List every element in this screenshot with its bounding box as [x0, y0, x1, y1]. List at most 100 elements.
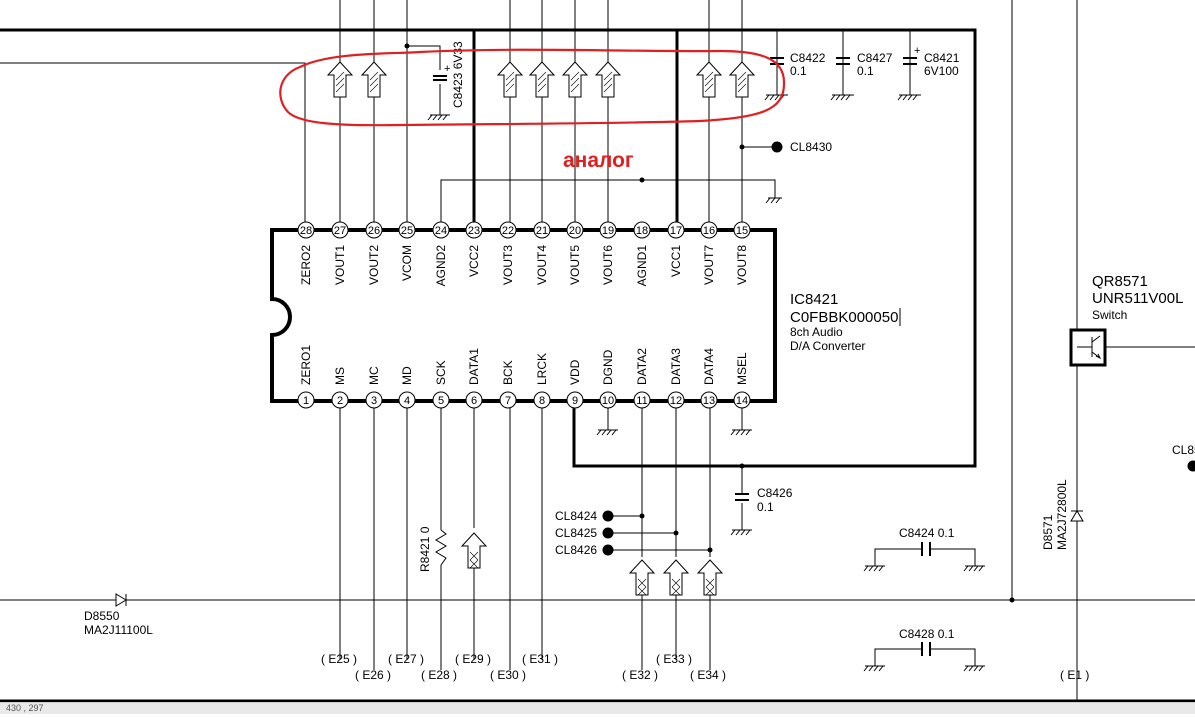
pin-number: 25	[401, 225, 413, 237]
pin-number: 24	[435, 225, 447, 237]
d8550-part: MA2J11100L	[84, 623, 153, 637]
pin-label: MS	[333, 367, 347, 385]
arrow-up-icon	[362, 62, 386, 97]
c8428-label: C8428 0.1	[899, 627, 955, 641]
edge-e25: ( E25 )	[321, 652, 357, 666]
c8426-ref: C8426	[757, 486, 793, 500]
arrow-up-icon	[730, 62, 754, 97]
cl8430-label: CL8430	[790, 140, 832, 154]
pin-number: 9	[572, 395, 578, 407]
c8421-val: 6V100	[924, 64, 959, 78]
pin-label: ZERO2	[299, 245, 313, 285]
pin-label: MC	[367, 366, 381, 385]
pin-label: MSEL	[735, 352, 749, 385]
double-arrow-icon	[664, 560, 688, 595]
capacitor-c8423	[433, 76, 447, 80]
pin-number: 4	[404, 395, 410, 407]
cl8426-label: CL8426	[555, 543, 597, 557]
ic-ref: IC8421	[790, 291, 838, 308]
pin-number: 12	[670, 395, 682, 407]
arrow-up-icon	[563, 62, 587, 97]
pin-number: 28	[300, 225, 312, 237]
cl8424-label: CL8424	[555, 509, 597, 523]
ic-body	[272, 230, 775, 401]
pin-number: 27	[334, 225, 346, 237]
d8571-part: MA2J72800L	[1055, 479, 1069, 550]
ic-desc-2: D/A Converter	[790, 339, 865, 353]
arrow-up-icon	[697, 62, 721, 97]
edge-e27: ( E27 )	[388, 652, 424, 666]
pin-label: VOUT5	[568, 245, 582, 285]
pin-number: 19	[602, 225, 614, 237]
arrow-up-icon	[596, 62, 620, 97]
r8421-label: R8421 0	[418, 526, 432, 572]
pin-number: 20	[569, 225, 581, 237]
pin-number: 2	[337, 395, 343, 407]
pin-label: VOUT1	[333, 245, 347, 285]
pin-label: VCC2	[467, 245, 481, 277]
transistor-qr8571	[1071, 330, 1105, 365]
cl8425-label: CL8425	[555, 526, 597, 540]
ic-part: C0FBBK000050	[790, 309, 898, 326]
qr8571-ref: QR8571	[1092, 273, 1148, 290]
c8422-ref: C8422	[790, 51, 826, 65]
edge-e33: ( E33 )	[656, 652, 692, 666]
annotation-analog: аналог	[563, 149, 634, 172]
status-bar: 430 , 297	[0, 702, 1195, 714]
pin-label: VCOM	[400, 245, 414, 281]
pin-label: VOUT8	[735, 245, 749, 285]
pin-label: SCK	[434, 360, 448, 385]
pin-label: DATA1	[467, 348, 481, 385]
edge-e30: ( E30 )	[490, 668, 526, 682]
cl85-label: CL85	[1172, 443, 1195, 457]
d8550-ref: D8550	[84, 609, 120, 623]
pin-label: AGND1	[635, 245, 649, 287]
pin-number: 8	[539, 395, 545, 407]
c8421-ref: C8421	[924, 51, 960, 65]
c8427-ref: C8427	[857, 51, 893, 65]
qr8571-part: UNR511V00L	[1092, 290, 1183, 307]
pin-number: 13	[703, 395, 715, 407]
pin-number: 18	[636, 225, 648, 237]
c8426-val: 0.1	[757, 500, 774, 514]
arrow-up-icon	[328, 62, 352, 97]
arrow-up-icon	[498, 62, 522, 97]
d8571-ref: D8571	[1041, 514, 1055, 550]
pin-label: DATA2	[635, 348, 649, 385]
pin-number: 22	[502, 225, 514, 237]
pin-label: ZERO1	[299, 345, 313, 385]
resistor-r8421	[436, 530, 446, 565]
pin-label: VOUT4	[535, 245, 549, 285]
double-arrow-icon	[462, 533, 486, 568]
output-arrows	[328, 62, 754, 97]
pin-number: 16	[703, 225, 715, 237]
pin-number: 15	[736, 225, 748, 237]
edge-e26: ( E26 )	[355, 668, 391, 682]
pin-label: BCK	[501, 360, 515, 385]
ic-desc-1: 8ch Audio	[790, 325, 843, 339]
pin-number: 10	[602, 395, 614, 407]
pin-number: 14	[736, 395, 748, 407]
c8424-label: C8424 0.1	[899, 526, 955, 540]
double-arrow-icon	[630, 560, 654, 595]
pin-label: LRCK	[535, 353, 549, 385]
c8422-val: 0.1	[790, 64, 807, 78]
diode-d8550	[116, 594, 126, 606]
pin-label: DATA4	[702, 348, 716, 385]
pin-number: 6	[471, 395, 477, 407]
pin-label: MD	[400, 366, 414, 385]
edge-e29: ( E29 )	[455, 652, 491, 666]
pin-label: VOUT6	[601, 245, 615, 285]
svg-text:+: +	[914, 45, 920, 57]
edge-e31: ( E31 )	[522, 652, 558, 666]
edge-e34: ( E34 )	[690, 668, 726, 682]
pin-label: VDD	[568, 359, 582, 385]
pin-number: 23	[468, 225, 480, 237]
pin-label: DGND	[601, 349, 615, 385]
pin-number: 21	[536, 225, 548, 237]
pin-number: 7	[505, 395, 511, 407]
edge-e32: ( E32 )	[622, 668, 658, 682]
pin-label: VOUT7	[702, 245, 716, 285]
pin-number: 3	[371, 395, 377, 407]
arrow-up-icon	[530, 62, 554, 97]
